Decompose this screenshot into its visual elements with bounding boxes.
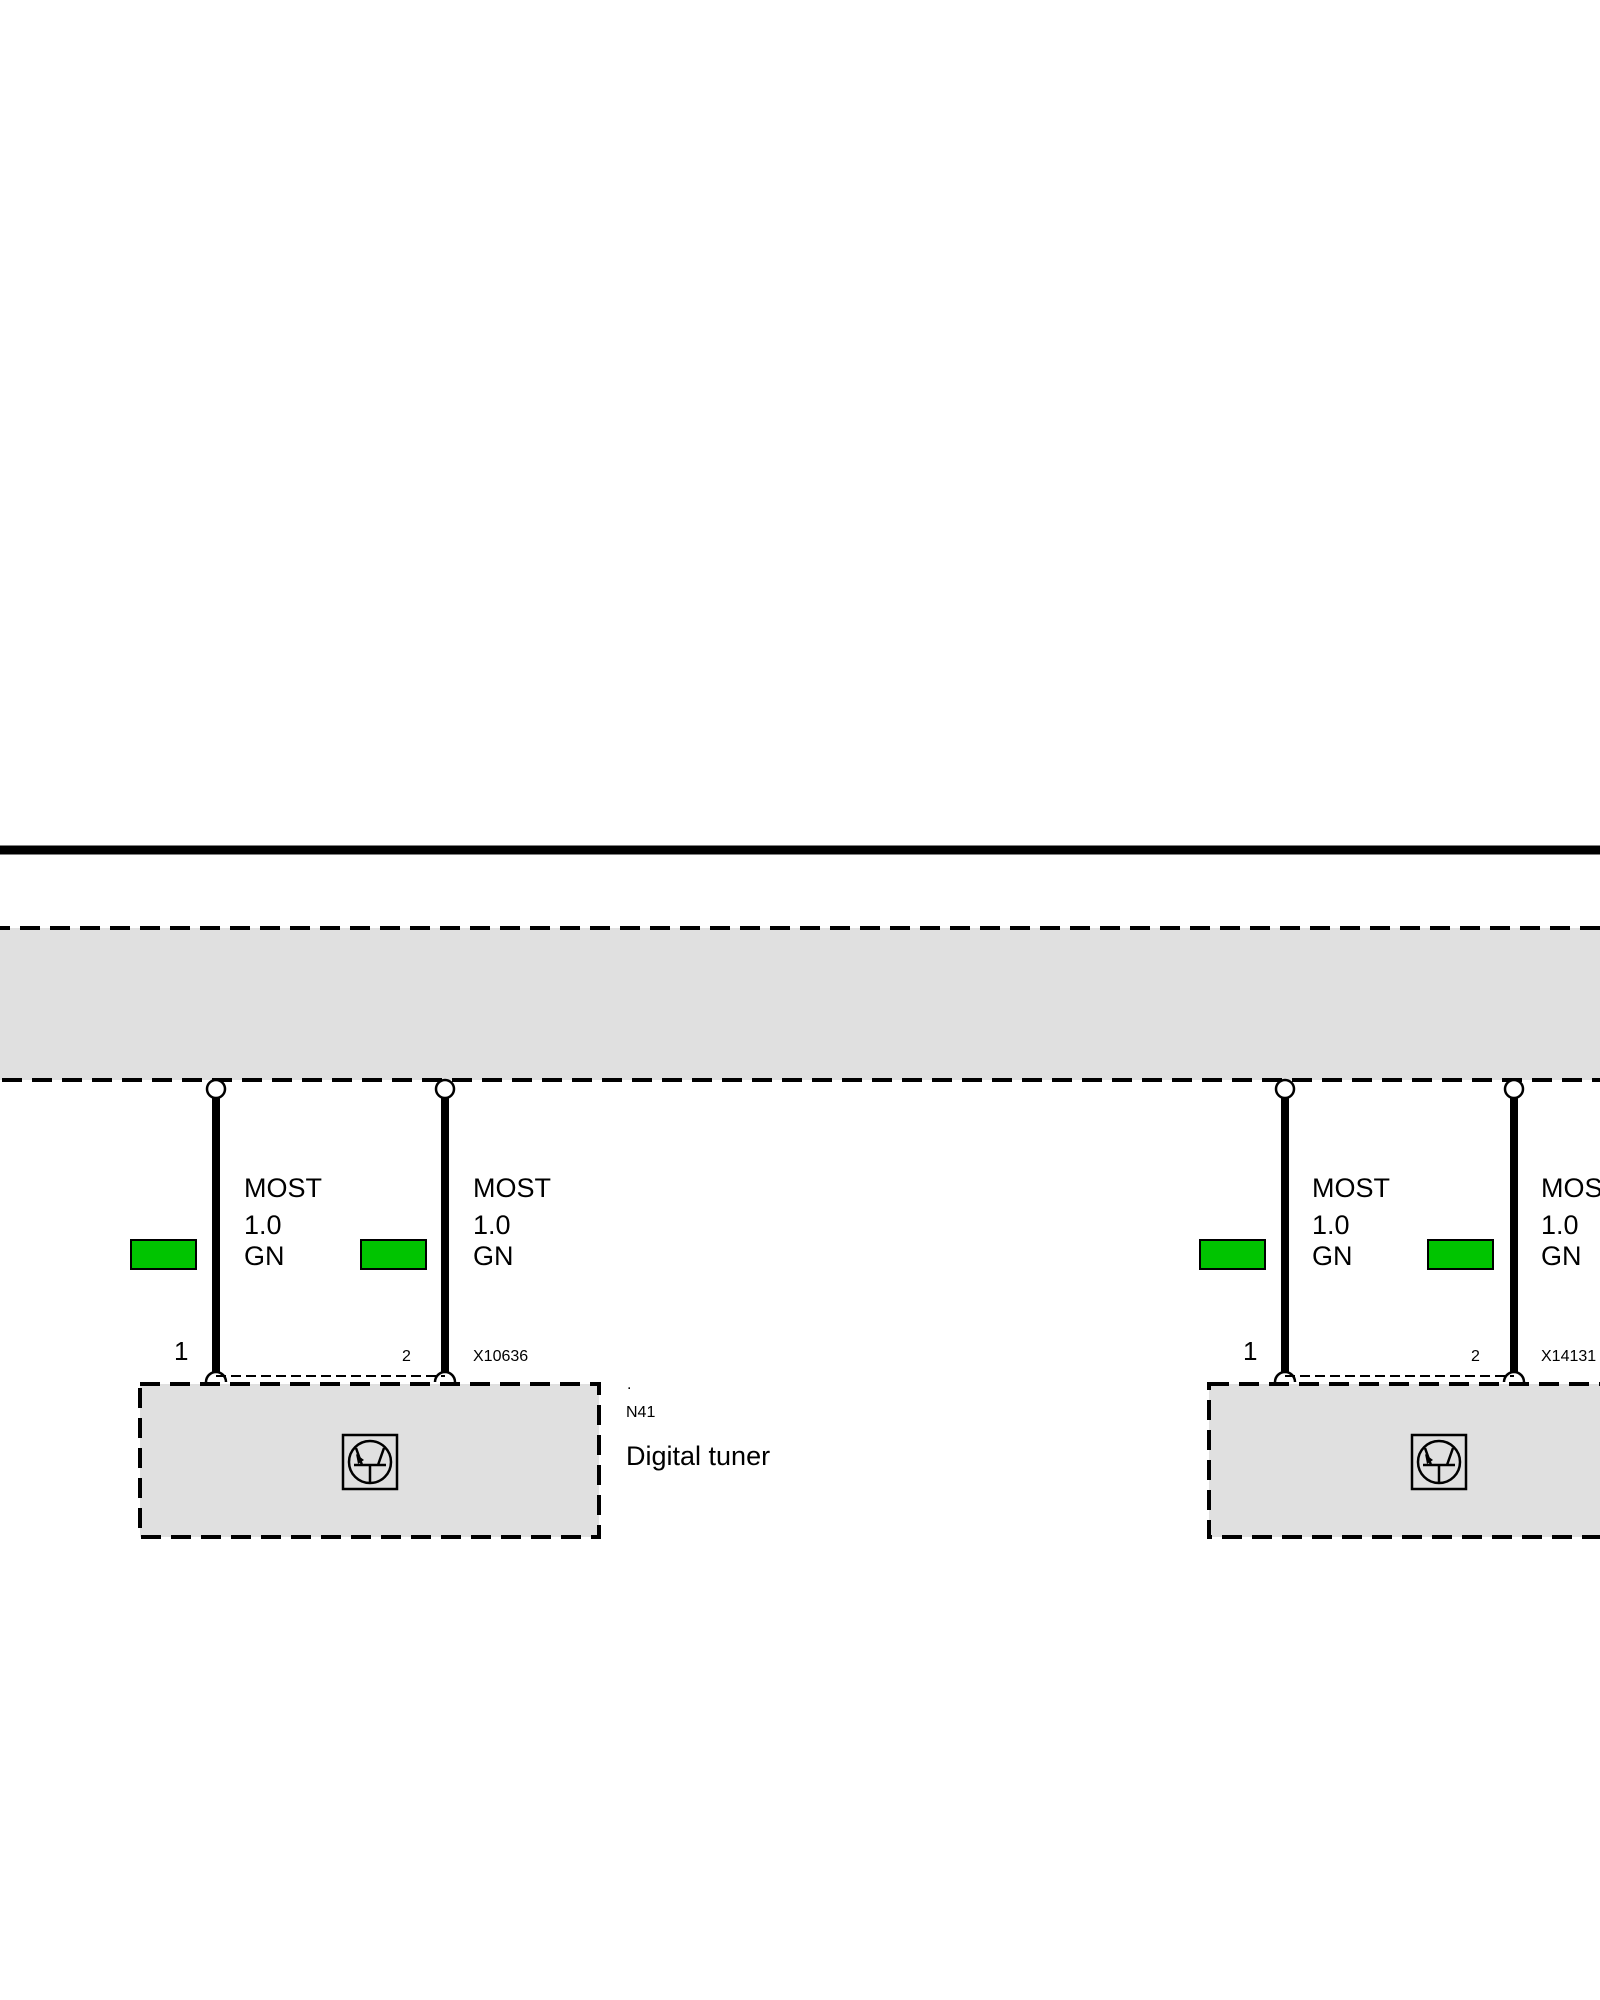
transistor-icon <box>1410 1433 1468 1491</box>
wire-group-digital-tuner: MOST 1.0 GN 1 MOST 1.0 GN 2 X10636 . N41… <box>130 1078 770 1539</box>
wire-3-signal: MOST <box>1312 1173 1390 1203</box>
wire-4-pin: 2 <box>1471 1348 1480 1365</box>
wire-3-pin: 1 <box>1243 1336 1257 1366</box>
right-module <box>1207 1382 1600 1539</box>
component-name: Digital tuner <box>626 1441 770 1471</box>
wire-4-color: GN <box>1541 1241 1582 1271</box>
wire-group-right: MOST 1.0 GN 1 MOST 1.0 GN 2 X14131 <box>1199 1078 1600 1539</box>
wire-3-size: 1.0 <box>1312 1210 1350 1240</box>
component-id: N41 <box>626 1404 655 1421</box>
connector-label-1: X10636 <box>473 1348 528 1365</box>
wire-color-tag-4 <box>1427 1239 1494 1270</box>
terminal-top-3 <box>1274 1078 1296 1100</box>
wire-color-tag-2 <box>360 1239 427 1270</box>
wire-1-size: 1.0 <box>244 1210 282 1240</box>
connector-label-2: X14131 <box>1541 1348 1596 1365</box>
wire-3-color: GN <box>1312 1241 1353 1271</box>
terminal-top-4 <box>1503 1078 1525 1100</box>
wire-color-tag-3 <box>1199 1239 1266 1270</box>
wire-4-signal: MOST <box>1541 1173 1600 1203</box>
wire-1-signal: MOST <box>244 1173 322 1203</box>
terminal-top-1 <box>205 1078 227 1100</box>
wire-2-color: GN <box>473 1241 514 1271</box>
transistor-icon <box>341 1433 399 1491</box>
wire-1-pin: 1 <box>174 1336 188 1366</box>
terminal-top-2 <box>434 1078 456 1100</box>
component-dot: . <box>627 1376 631 1393</box>
digital-tuner-module <box>138 1382 601 1539</box>
wire-4-size: 1.0 <box>1541 1210 1579 1240</box>
upper-module <box>0 926 1600 1082</box>
wire-2-pin: 2 <box>402 1348 411 1365</box>
wire-2-size: 1.0 <box>473 1210 511 1240</box>
wire-2-signal: MOST <box>473 1173 551 1203</box>
wire-1-color: GN <box>244 1241 285 1271</box>
wire-color-tag-1 <box>130 1239 197 1270</box>
